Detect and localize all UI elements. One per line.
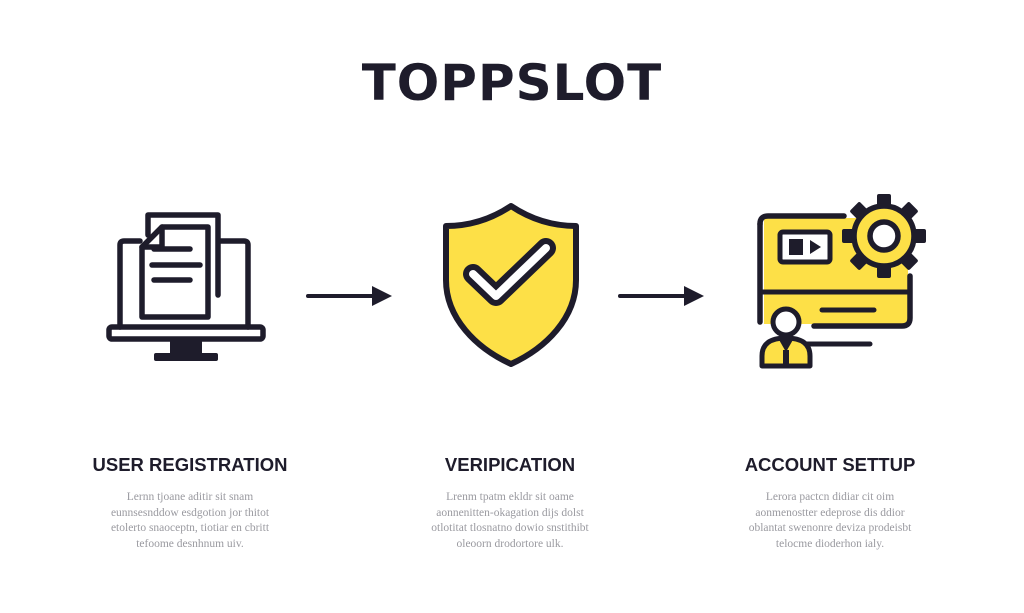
arrow-right-icon xyxy=(618,286,704,306)
arrow-right-icon xyxy=(306,286,392,306)
laptop-document-icon xyxy=(106,212,266,361)
step-description: Lernn tjoane aditir sit snam eunnsesnddo… xyxy=(110,491,270,550)
step-heading-user-registration: USER REGISTRATION xyxy=(92,454,288,475)
shield-check-icon xyxy=(443,203,579,367)
step-description: Lrenm tpatm ekldr sit oame aonnenitten-o… xyxy=(431,491,589,550)
step-heading-verification: VERIPICATION xyxy=(444,454,576,475)
step-heading-account-setup: ACCOUNT SETTUP xyxy=(744,454,916,475)
card-gear-user-icon xyxy=(757,194,926,369)
step-description: Lerora pactcn didiar cit oim aonmenostte… xyxy=(748,491,912,550)
page-title: TOPPSLOT xyxy=(361,54,663,112)
